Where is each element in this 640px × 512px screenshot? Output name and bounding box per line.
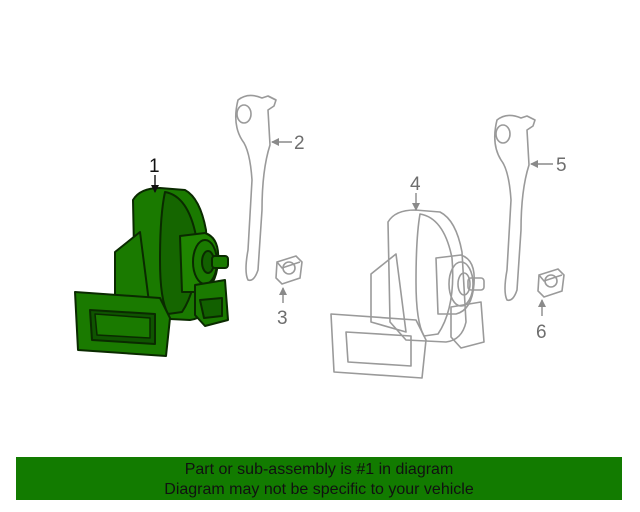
- horn-part-4[interactable]: [330, 209, 485, 379]
- callout-2[interactable]: 2: [294, 133, 305, 154]
- bracket-part-5[interactable]: [493, 114, 536, 302]
- callout-4[interactable]: 4: [410, 174, 421, 195]
- nut-part-6[interactable]: [537, 268, 565, 298]
- banner-line-1: Part or sub-assembly is #1 in diagram: [184, 461, 454, 478]
- parts-diagram: 1 2 3 4 5 6: [74, 94, 567, 379]
- nut-part-3[interactable]: [275, 255, 303, 285]
- banner-line-2: Diagram may not be specific to your vehi…: [164, 481, 474, 498]
- callout-5[interactable]: 5: [556, 155, 567, 176]
- callout-6[interactable]: 6: [536, 322, 547, 343]
- horn-part-1-highlighted[interactable]: [74, 187, 229, 357]
- info-banner: Part or sub-assembly is #1 in diagram Di…: [16, 457, 622, 500]
- callout-1[interactable]: 1: [149, 156, 160, 177]
- callout-3[interactable]: 3: [277, 308, 288, 329]
- bracket-part-2[interactable]: [234, 94, 277, 282]
